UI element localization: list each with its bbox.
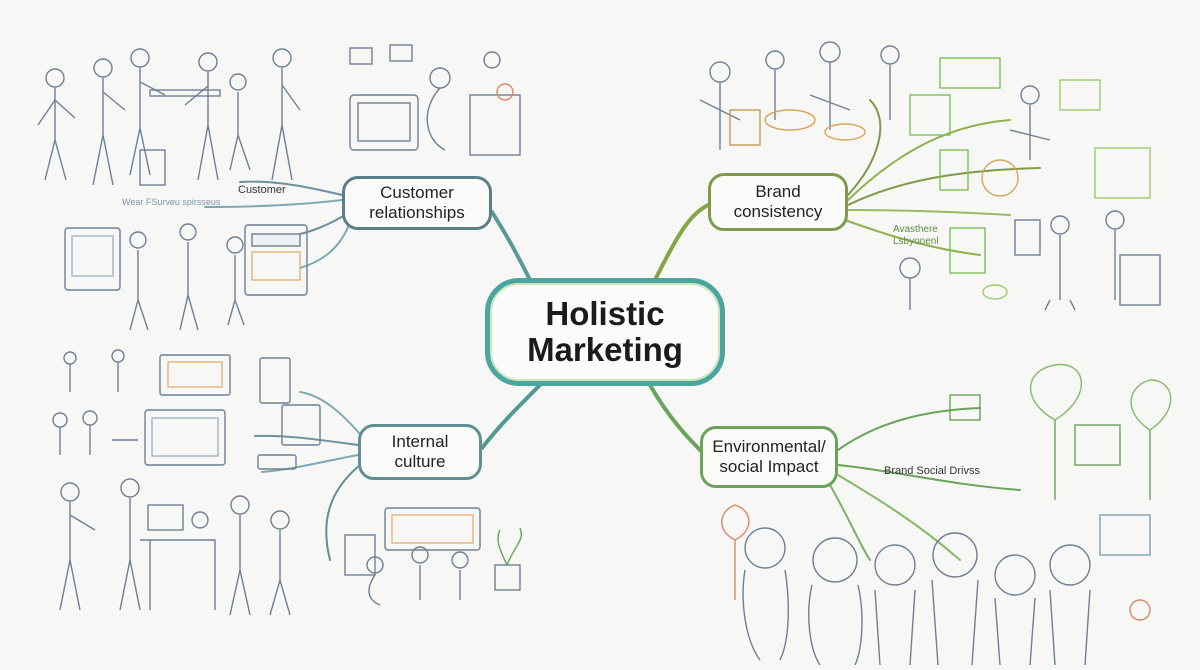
branch-brand-consistency: Brand consistency	[708, 173, 848, 231]
central-topic-line1: Holistic	[545, 295, 665, 332]
environmental-tag-label: Brand Social Drivss	[884, 465, 980, 477]
brand-tag-line2: Lsbyonenl	[893, 236, 939, 247]
sketch-customer-screens	[64, 223, 308, 331]
connector-brand	[653, 203, 710, 282]
sketch-internal-culture	[52, 349, 522, 616]
branch-environmental-line1: Environmental/	[712, 437, 826, 456]
brand-tag-line1: Avasthere	[893, 224, 938, 235]
connector-customer	[490, 210, 532, 282]
central-topic-holistic-marketing: Holistic Marketing	[485, 278, 725, 386]
branch-internal-line1: Internal	[391, 432, 449, 451]
branch-internal-culture: Internal culture	[358, 424, 482, 480]
branch-brand-line1: Brand	[755, 182, 801, 201]
sketch-brand-consistency	[699, 41, 1161, 311]
connector-internal	[480, 383, 542, 450]
branch-customer-line1: Customer	[380, 183, 454, 202]
customer-faint-label: Wear FSurveu spirsseus	[122, 197, 221, 207]
branch-customer-relationships: Customer relationships	[342, 176, 492, 230]
branch-customer-line2: relationships	[369, 203, 465, 222]
connector-environmental	[648, 383, 707, 457]
sketch-customer-meeting	[37, 44, 521, 186]
sketch-environmental-impact	[721, 363, 1172, 666]
brand-tag-label: Avasthere Lsbyonenl	[893, 224, 939, 248]
branch-environmental-social-impact: Environmental/ social Impact	[700, 426, 838, 488]
customer-tag-label: Customer	[238, 184, 286, 196]
branch-environmental-line2: social Impact	[719, 457, 819, 476]
branch-brand-line2: consistency	[733, 202, 823, 221]
central-topic-line2: Marketing	[527, 331, 683, 368]
branch-internal-line2: culture	[394, 452, 446, 471]
